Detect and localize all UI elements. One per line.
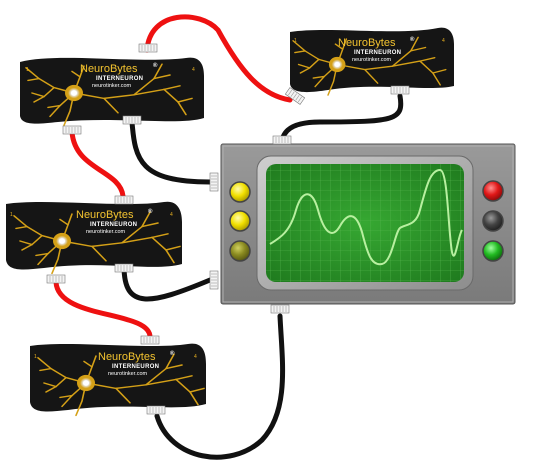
board-2-model: INTERNEURON xyxy=(90,222,137,228)
red-wire-b1-to-b2-top xyxy=(144,14,293,103)
board-2-brand: NeuroBytes xyxy=(76,209,134,221)
board-1-connector-top xyxy=(138,43,158,53)
board-3-label-in: 1 xyxy=(34,354,37,360)
board-4-model: INTERNEURON xyxy=(354,50,401,56)
olive-button[interactable] xyxy=(229,240,251,262)
oscilloscope xyxy=(220,143,516,305)
signal-wires xyxy=(121,93,404,460)
board-2-label-in: 1 xyxy=(10,212,13,218)
red-wire-b1-to-b2-left xyxy=(69,129,126,199)
scope-connector-top xyxy=(272,135,292,145)
board-1-model: INTERNEURON xyxy=(96,76,143,82)
scope-connector-bottom xyxy=(270,304,290,314)
board-3-connector-top xyxy=(140,335,160,345)
green-button[interactable] xyxy=(482,240,504,262)
board-3-brand: NeuroBytes xyxy=(98,351,156,363)
board-3-label-out: 4 xyxy=(194,354,197,360)
board-1-label-out: 4 xyxy=(192,67,195,73)
board-4-label-out: 4 xyxy=(442,38,445,44)
board-3-reg: ® xyxy=(170,350,175,357)
board-4-reg: ® xyxy=(410,36,415,43)
board-2-connector-bottom-right xyxy=(114,263,134,273)
red-button[interactable] xyxy=(482,180,504,202)
yellow-button-2[interactable] xyxy=(229,210,251,232)
neurobytes-board-3: NeuroBytes ® INTERNEURON neurotinker.com… xyxy=(30,343,206,417)
board-1-connector-bottom-right xyxy=(122,115,142,125)
board-4-connector-right xyxy=(390,85,410,95)
board-3-connector-bottom xyxy=(146,405,166,415)
board-2-url: neurotinker.com xyxy=(86,229,126,235)
black-wire-b1-out xyxy=(129,119,213,185)
excitatory-wires xyxy=(53,14,293,340)
board-1-connector-bottom-left xyxy=(62,125,82,135)
oscilloscope-trace xyxy=(269,168,463,266)
board-2-connector-top xyxy=(114,195,134,205)
board-2-label-out: 4 xyxy=(170,212,173,218)
board-4-url: neurotinker.com xyxy=(352,57,392,63)
neurobytes-board-1: NeuroBytes ® INTERNEURON neurotinker.com… xyxy=(20,57,204,127)
neurobytes-board-4: NeuroBytes ® INTERNEURON neurotinker.com… xyxy=(290,27,454,96)
board-1-label-in: 1 xyxy=(26,67,29,73)
scope-connector-left-top xyxy=(209,172,219,192)
board-2-reg: ® xyxy=(148,208,153,215)
red-wire-b2-to-b3 xyxy=(53,279,153,340)
black-wire-b3-out xyxy=(154,313,286,460)
board-4-pcb xyxy=(290,27,454,93)
board-3-url: neurotinker.com xyxy=(108,371,148,377)
board-4-label-in: 1 xyxy=(294,38,297,44)
board-1-url: neurotinker.com xyxy=(92,83,132,89)
board-1-reg: ® xyxy=(153,62,158,69)
yellow-button-1[interactable] xyxy=(229,181,251,203)
board-1-pcb xyxy=(20,57,204,124)
board-1-brand: NeuroBytes xyxy=(80,63,138,75)
neurobytes-board-2: NeuroBytes ® INTERNEURON neurotinker.com… xyxy=(6,201,182,275)
black-wire-b4-out xyxy=(279,93,404,145)
board-3-model: INTERNEURON xyxy=(112,364,159,370)
board-4-brand: NeuroBytes xyxy=(338,37,396,49)
gray-button[interactable] xyxy=(482,210,504,232)
scope-connector-left-bottom xyxy=(209,270,219,290)
black-wire-b2-out xyxy=(121,263,213,302)
board-2-connector-bottom-left xyxy=(46,274,66,284)
